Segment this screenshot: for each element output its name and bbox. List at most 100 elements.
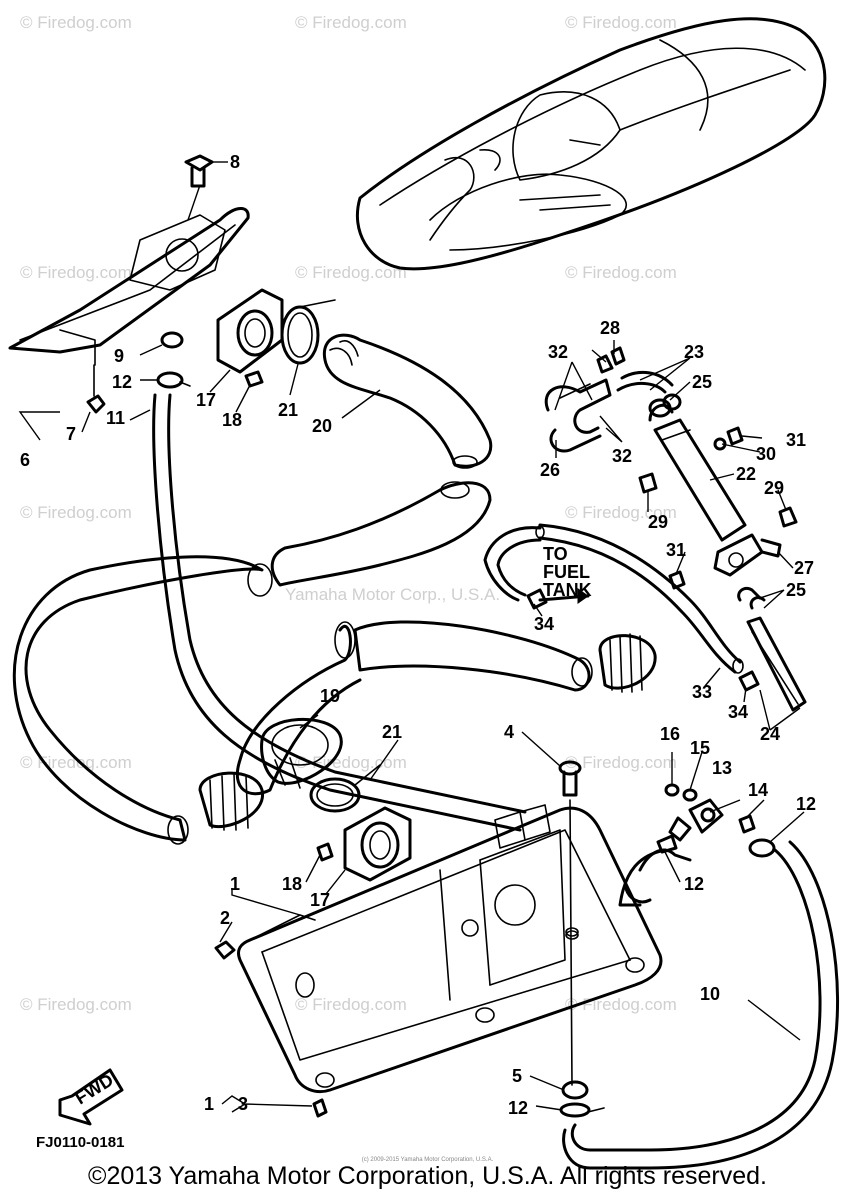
callout-32: 32: [612, 446, 632, 466]
watercraft-hull: [355, 17, 827, 271]
watermark: © Firedog.com: [565, 263, 677, 282]
callout-10: 10: [700, 984, 720, 1004]
center-watermark: Yamaha Motor Corp., U.S.A.: [285, 585, 500, 604]
forward-arrow-icon: FWD: [58, 1068, 124, 1126]
bolt-7: [86, 364, 106, 414]
callout-31: 31: [666, 540, 686, 560]
callout-12: 12: [684, 874, 704, 894]
watermark: © Firedog.com: [20, 13, 132, 32]
callout-15: 15: [690, 738, 710, 758]
watermark-layer: © Firedog.com © Firedog.com © Firedog.co…: [20, 13, 677, 1014]
water-lock-cover: [8, 207, 250, 366]
callout-12: 12: [508, 1098, 528, 1118]
callout-22: 22: [736, 464, 756, 484]
callout-18: 18: [282, 874, 302, 894]
coupling-boot-right: [598, 633, 657, 693]
callout-32: 32: [548, 342, 568, 362]
drain-cap-4: [558, 760, 582, 1086]
callout-33: 33: [692, 682, 712, 702]
callout-16: 16: [660, 724, 680, 744]
bracket-24: [737, 586, 807, 712]
screws-34: [526, 588, 760, 692]
callout-13: 13: [712, 758, 732, 778]
watermark: © Firedog.com: [20, 753, 132, 772]
small-print: (c) 2009-2015 Yamaha Motor Corporation, …: [361, 1157, 494, 1163]
fuel-tank-line-1: TO: [543, 544, 568, 564]
watermark: © Firedog.com: [295, 995, 407, 1014]
hose-19: [260, 717, 343, 789]
callout-7: 7: [66, 424, 76, 444]
bolt-8: [184, 154, 214, 188]
callout-6: 6: [20, 450, 30, 470]
cock-assembly-13: [656, 783, 776, 858]
callout-4: 4: [504, 722, 514, 742]
callout-14: 14: [748, 780, 768, 800]
callout-29: 29: [648, 512, 668, 532]
clamp-9-12-top: [156, 331, 191, 389]
exhaust-tube-middle: [235, 620, 593, 796]
watermark: © Firedog.com: [20, 995, 132, 1014]
band-clamp-21-bottom: [309, 764, 381, 813]
callout-9: 9: [114, 346, 124, 366]
fuel-tank-line-2: FUEL: [543, 562, 590, 582]
callout-34: 34: [534, 614, 554, 634]
callout-8: 8: [230, 152, 240, 172]
callout-21: 21: [278, 400, 298, 420]
callout-17: 17: [310, 890, 330, 910]
bolt-3: [312, 1098, 328, 1118]
flange-17-bottom: [316, 806, 412, 882]
callout-5: 5: [512, 1066, 522, 1086]
watermark: © Firedog.com: [565, 753, 677, 772]
callout-12: 12: [796, 794, 816, 814]
fwd-label: FWD: [72, 1070, 117, 1109]
callout-34: 34: [728, 702, 748, 722]
arrow-to-fuel-tank: [538, 588, 590, 604]
callout-3: 3: [238, 1094, 248, 1114]
hose-20: [322, 333, 493, 469]
callout-27: 27: [794, 558, 814, 578]
hose-23: [616, 370, 682, 418]
watermark: © Firedog.com: [295, 13, 407, 32]
band-clamp-21-top: [280, 299, 336, 365]
callout-23: 23: [684, 342, 704, 362]
fuel-filter-22: [648, 403, 782, 577]
callout-17: 17: [196, 390, 216, 410]
fuel-tank-note: TO FUEL TANK: [543, 544, 592, 600]
callout-19: 19: [320, 686, 340, 706]
callout-20: 20: [312, 416, 332, 436]
hose-12-short: [618, 848, 692, 907]
copyright-notice: ©2013 Yamaha Motor Corporation, U.S.A. A…: [88, 1162, 767, 1190]
fuel-hose-33: [483, 523, 744, 674]
fuel-tank-line-3: TANK: [543, 580, 592, 600]
watermark: © Firedog.com: [20, 263, 132, 282]
callout-18: 18: [222, 410, 242, 430]
callout-2: 2: [220, 908, 230, 928]
callout-1: 1: [204, 1094, 214, 1114]
bolt-2: [214, 940, 236, 960]
watermark: © Firedog.com: [565, 13, 677, 32]
watermark: © Firedog.com: [565, 503, 677, 522]
callout-30: 30: [756, 444, 776, 464]
callout-31: 31: [786, 430, 806, 450]
callout-29: 29: [764, 478, 784, 498]
screw-28: [596, 346, 626, 374]
watermark: © Firedog.com: [295, 263, 407, 282]
hose-10: [562, 840, 840, 1170]
callout-12: 12: [112, 372, 132, 392]
water-lock-box: [236, 804, 663, 1094]
coupling-boot-left: [198, 771, 264, 831]
diagram-code: FJ0110-0181: [36, 1134, 125, 1151]
callout-28: 28: [600, 318, 620, 338]
watermark: © Firedog.com: [20, 503, 132, 522]
hose-11: [152, 393, 527, 832]
grommet-5: [559, 1080, 605, 1118]
callout-layer: 1 1 2 3 4 5 6 7 8 9 10 11 12 12 12 12 13…: [20, 152, 816, 1118]
callout-21: 21: [382, 722, 402, 742]
exhaust-tube-loop: [12, 481, 492, 845]
leader-lines: [18, 161, 805, 1113]
callout-1: 1: [230, 874, 240, 894]
callout-11: 11: [106, 408, 125, 428]
callout-26: 26: [540, 460, 560, 480]
